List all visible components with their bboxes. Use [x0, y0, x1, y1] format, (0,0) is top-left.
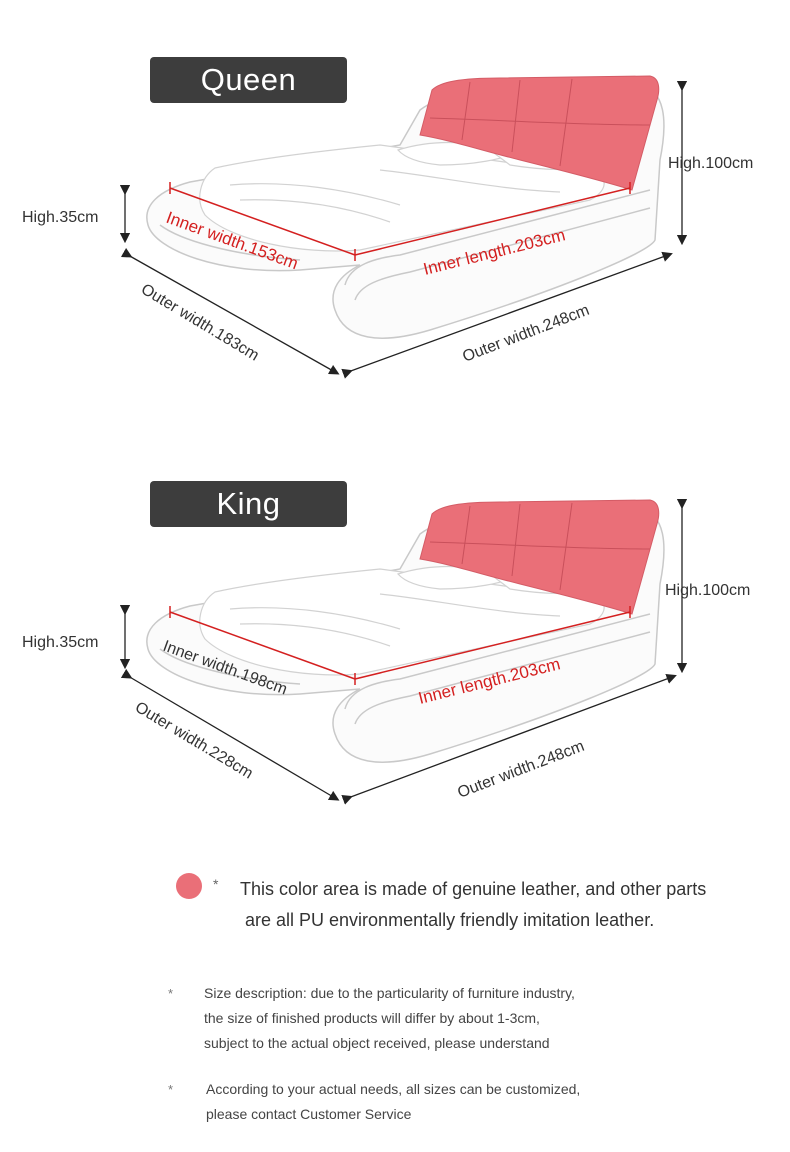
headboard-tufting — [429, 78, 651, 167]
leather-color-swatch — [176, 873, 202, 899]
headboard-tufting — [429, 502, 651, 591]
queen-side-height-label: High.35cm — [22, 209, 98, 226]
note-line: According to your actual needs, all size… — [206, 1081, 581, 1097]
legend-line-1: This color area is made of genuine leath… — [240, 879, 707, 899]
size-description-note: * Size description: due to the particula… — [168, 981, 575, 1056]
king-size-badge: King — [150, 481, 347, 527]
legend-asterisk: * — [213, 876, 219, 892]
headboard-leather — [419, 75, 660, 191]
king-bed-illustration: High.100cm High.35cm Inner width.198cm I… — [22, 498, 750, 805]
king-headboard-height-label: High.100cm — [665, 582, 750, 599]
note-line: subject to the actual object received, p… — [204, 1035, 550, 1051]
king-bed-diagram: High.100cm High.35cm Inner width.198cm I… — [0, 424, 790, 824]
customization-note: * According to your actual needs, all si… — [168, 1077, 580, 1127]
queen-bed-diagram: High.100cm High.35cm Inner width.153cm I… — [0, 0, 790, 400]
king-outer-width-right-label: Outer width.248cm — [455, 738, 586, 802]
note-line: Size description: due to the particulari… — [204, 985, 575, 1001]
note-asterisk: * — [168, 986, 174, 1001]
note-line: the size of finished products will diffe… — [204, 1010, 540, 1026]
outer-dimension-arrows — [119, 80, 688, 379]
queen-bed-illustration: High.100cm High.35cm Inner width.153cm I… — [22, 75, 753, 379]
queen-outer-width-left-label: Outer width.183cm — [138, 281, 262, 365]
outer-dimension-arrows — [119, 498, 688, 805]
queen-headboard-height-label: High.100cm — [668, 155, 753, 172]
king-side-height-label: High.35cm — [22, 634, 98, 651]
headboard-leather — [419, 499, 660, 615]
note-asterisk: * — [168, 1082, 174, 1097]
queen-size-badge: Queen — [150, 57, 347, 103]
legend-line-2: are all PU environmentally friendly imit… — [245, 910, 655, 930]
note-line: please contact Customer Service — [206, 1106, 412, 1122]
leather-legend-text: This color area is made of genuine leath… — [240, 874, 770, 936]
